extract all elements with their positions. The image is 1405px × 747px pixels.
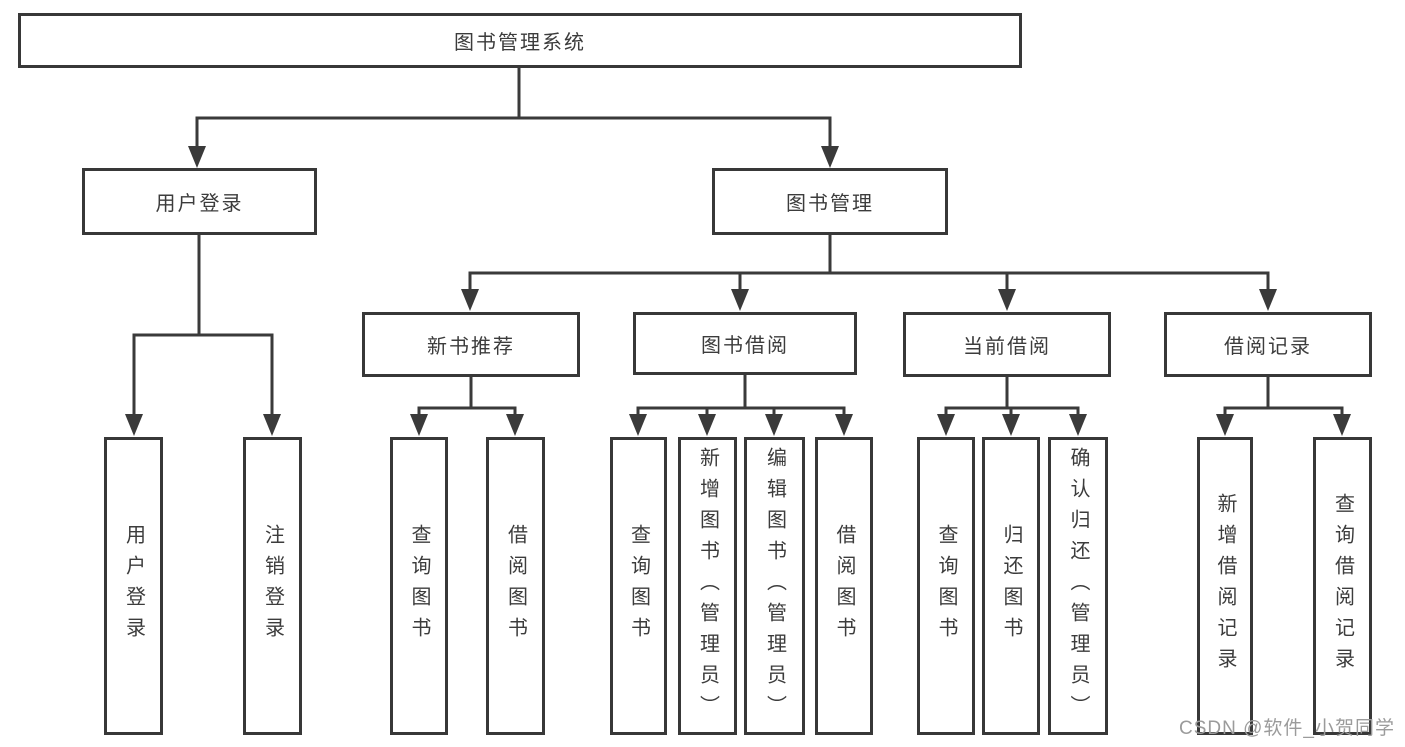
leaf-return-books: 归还图书 xyxy=(982,437,1040,735)
leaf-recommend-borrow-books-label: 借阅图书 xyxy=(504,524,527,648)
csdn-watermark: CSDN @软件_小贺同学 xyxy=(1179,718,1395,739)
node-current-borrow-label: 当前借阅 xyxy=(963,336,1051,358)
leaf-return-books-label: 归还图书 xyxy=(1000,524,1022,648)
node-user-login: 用户登录 xyxy=(82,168,317,235)
node-book-management-label: 图书管理 xyxy=(786,193,874,215)
leaf-borrow-books-label: 借阅图书 xyxy=(833,524,855,648)
leaf-borrow-books: 借阅图书 xyxy=(815,437,873,735)
leaf-query-borrow-record: 查询借阅记录 xyxy=(1313,437,1372,735)
leaf-confirm-return-admin-label: 确认归还（管理员） xyxy=(1067,446,1089,726)
leaf-confirm-return-admin: 确认归还（管理员） xyxy=(1048,437,1108,735)
leaf-user-login-label: 用户登录 xyxy=(122,524,145,648)
leaf-logout-label: 注销登录 xyxy=(261,524,284,648)
leaf-add-borrow-record: 新增借阅记录 xyxy=(1197,437,1253,735)
leaf-borrow-query-books: 查询图书 xyxy=(610,437,667,735)
leaf-user-login: 用户登录 xyxy=(104,437,163,735)
leaf-logout: 注销登录 xyxy=(243,437,302,735)
node-borrow-records: 借阅记录 xyxy=(1164,312,1372,377)
node-book-management: 图书管理 xyxy=(712,168,948,235)
node-borrow-records-label: 借阅记录 xyxy=(1224,336,1312,358)
leaf-edit-books-admin: 编辑图书（管理员） xyxy=(744,437,805,735)
leaf-query-borrow-record-label: 查询借阅记录 xyxy=(1331,493,1354,679)
leaf-edit-books-admin-label: 编辑图书（管理员） xyxy=(763,446,786,726)
node-book-borrow: 图书借阅 xyxy=(633,312,857,375)
leaf-recommend-query-books: 查询图书 xyxy=(390,437,448,735)
leaf-current-query-books-label: 查询图书 xyxy=(935,524,957,648)
node-user-login-label: 用户登录 xyxy=(155,193,244,215)
leaf-borrow-query-books-label: 查询图书 xyxy=(627,524,650,648)
leaf-add-borrow-record-label: 新增借阅记录 xyxy=(1214,493,1236,679)
node-system-root-label: 图书管理系统 xyxy=(454,32,586,54)
leaf-add-books-admin: 新增图书（管理员） xyxy=(678,437,737,735)
node-system-root: 图书管理系统 xyxy=(18,13,1022,68)
leaf-add-books-admin-label: 新增图书（管理员） xyxy=(696,446,719,726)
leaf-recommend-query-books-label: 查询图书 xyxy=(408,524,430,648)
leaf-recommend-borrow-books: 借阅图书 xyxy=(486,437,545,735)
node-new-book-recommend-label: 新书推荐 xyxy=(427,336,515,358)
node-book-borrow-label: 图书借阅 xyxy=(701,335,789,357)
node-current-borrow: 当前借阅 xyxy=(903,312,1111,377)
leaf-current-query-books: 查询图书 xyxy=(917,437,975,735)
node-new-book-recommend: 新书推荐 xyxy=(362,312,580,377)
